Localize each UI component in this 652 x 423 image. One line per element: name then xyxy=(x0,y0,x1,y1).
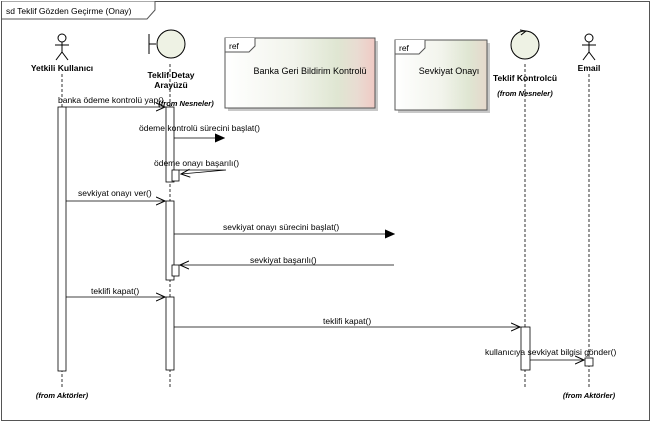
message-label-6: sevkiyat başarılı() xyxy=(250,255,317,265)
lifeline-label-email: Email xyxy=(578,63,601,73)
lifeline-package-arayuz: (from Nesneler) xyxy=(158,99,214,108)
boundary-icon-arayuz xyxy=(148,29,186,59)
message-label-7: teklifi kapat() xyxy=(91,286,139,296)
activation-email xyxy=(584,357,594,367)
message-label-5: sevkiyat onayı sürecini başlat() xyxy=(223,222,339,232)
message-label-4: sevkiyat onayı ver() xyxy=(78,188,152,198)
activation-arayuz-2 xyxy=(165,200,175,281)
message-label-3: ödeme onayı başarılı() xyxy=(154,158,239,168)
lifeline-label-arayuz-2: Arayüzü xyxy=(154,80,188,90)
message-label-9: kullanıcıya sevkiyat bilgisi gönder() xyxy=(485,347,617,357)
ref-banka-label: Banka Geri Bildirim Kontrolü xyxy=(253,66,366,76)
lifeline-package-email: (from Aktörler) xyxy=(563,391,616,400)
activation-kontrolcu xyxy=(520,326,531,371)
control-icon-kontrolcu xyxy=(510,29,540,60)
ref-sevkiyat-tag: ref xyxy=(399,43,410,53)
activation-arayuz-self-2 xyxy=(171,264,180,277)
activation-yetkili xyxy=(57,106,67,372)
message-label-8: teklifi kapat() xyxy=(323,316,371,326)
message-label-2: ödeme kontrolü sürecini başlat() xyxy=(139,123,260,133)
message-label-1: banka ödeme kontrolü yap() xyxy=(58,95,164,105)
ref-banka-tag: ref xyxy=(229,41,240,51)
lifeline-package-kontrolcu: (from Nesneler) xyxy=(497,89,553,98)
activation-arayuz-self-1 xyxy=(171,169,180,182)
lifeline-package-yetkili: (from Aktörler) xyxy=(36,391,89,400)
actor-icon-yetkili xyxy=(55,33,69,61)
activation-arayuz-3 xyxy=(165,296,175,371)
message-line-3 xyxy=(179,170,227,174)
lifeline-label-arayuz-1: Teklif Detay xyxy=(147,70,194,80)
frame-tab xyxy=(1,1,156,20)
actor-icon-email xyxy=(582,33,596,61)
ref-sevkiyat-label: Sevkiyat Onayı xyxy=(419,66,480,76)
lifeline-label-kontrolcu: Teklif Kontrolcü xyxy=(493,73,557,83)
frame-title: sd Teklif Gözden Geçirme (Onay) xyxy=(6,6,132,16)
ref-sevkiyat: ref Sevkiyat Onayı xyxy=(394,39,490,113)
ref-banka: ref Banka Geri Bildirim Kontrolü xyxy=(224,37,378,111)
lifeline-label-yetkili: Yetkili Kullanıcı xyxy=(31,63,93,73)
activation-arayuz-1 xyxy=(165,106,175,183)
